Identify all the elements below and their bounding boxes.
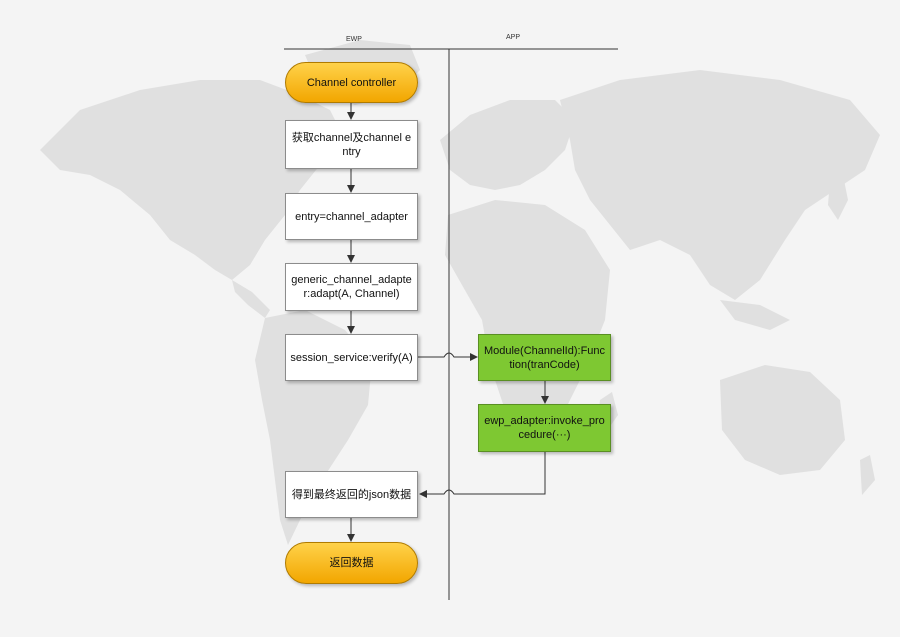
module-function-box: Module(ChannelId):Function(tranCode) — [478, 334, 611, 381]
entry-box: entry=channel_adapter — [285, 193, 418, 240]
arrow-invoke-to-result — [419, 452, 546, 498]
result-box: 得到最终返回的json数据 — [285, 471, 418, 518]
start-node: Channel controller — [285, 62, 418, 103]
right-lane-label: APP — [506, 34, 521, 41]
verify-box: session_service:verify(A) — [285, 334, 418, 381]
invoke-procedure-box: ewp_adapter:invoke_procedure(···) — [478, 404, 611, 452]
adapt-box: generic_channel_adapter:adapt(A, Channel… — [285, 263, 418, 311]
left-lane-label: EWP — [346, 36, 362, 43]
arrow-verify-to-module — [418, 352, 478, 361]
get-channel-box: 获取channel及channel entry — [285, 120, 418, 169]
end-node: 返回数据 — [285, 542, 418, 584]
